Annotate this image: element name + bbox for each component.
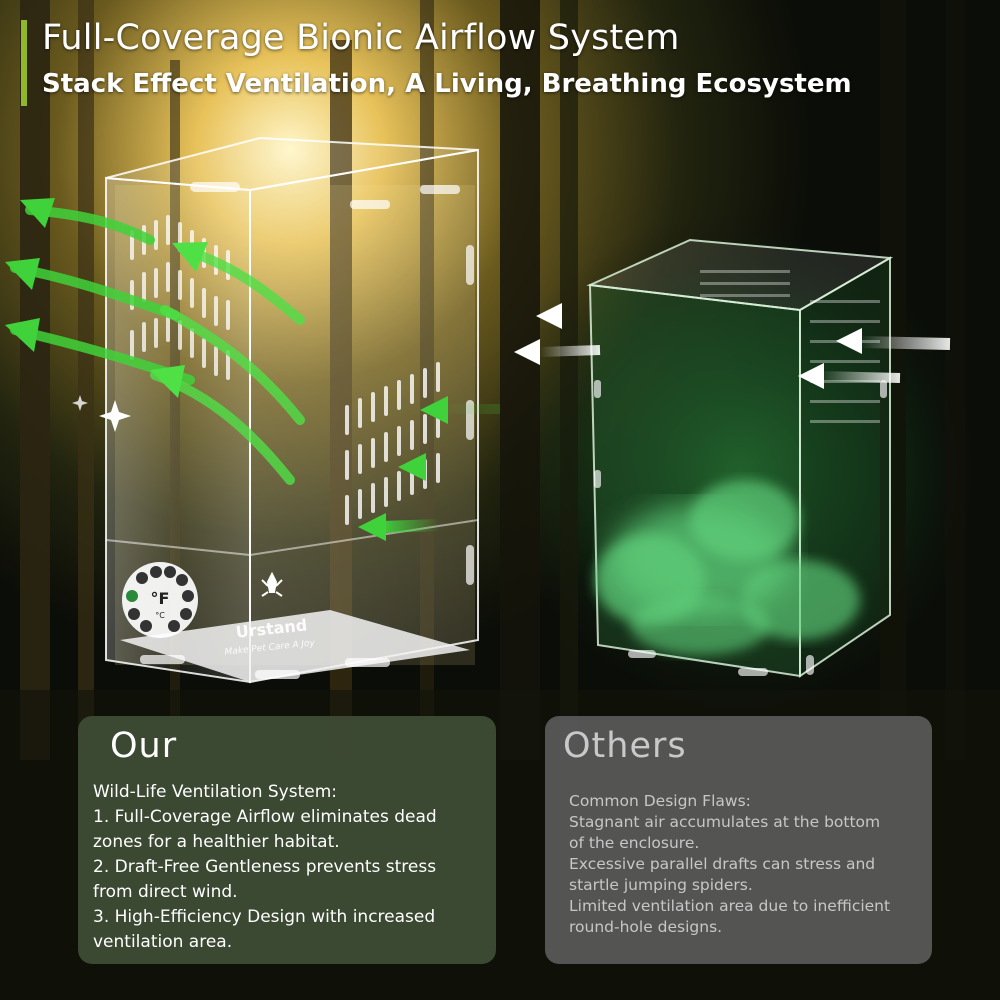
others-flaw-line: of the enclosure. xyxy=(569,834,700,852)
thermometer-unit-c: °C xyxy=(155,611,165,620)
green-airflow-arrows xyxy=(5,198,500,541)
others-flaw-line: startle jumping spiders. xyxy=(569,876,753,894)
white-draft-arrows xyxy=(514,303,951,389)
others-flaw-line: Limited ventilation area due to ineffici… xyxy=(569,897,891,915)
others-flaw-line: Common Design Flaws: xyxy=(569,792,751,810)
others-flaw-line: Excessive parallel drafts can stress and xyxy=(569,855,876,873)
others-panel: Others Common Design Flaws: Stagnant air… xyxy=(545,716,932,964)
page-subtitle: Stack Effect Ventilation, A Living, Brea… xyxy=(42,69,852,99)
header-accent-bar xyxy=(21,20,27,106)
sparkle-icon xyxy=(72,395,131,432)
others-flaw-line: round-hole designs. xyxy=(569,918,723,936)
our-feature-line: 3. High-Efficiency Design with increased xyxy=(93,907,436,927)
others-flaw-list: Common Design Flaws: Stagnant air accumu… xyxy=(569,791,929,938)
our-feature-line: 2. Draft-Free Gentleness prevents stress xyxy=(93,857,437,877)
our-intro: Wild-Life Ventilation System: xyxy=(93,782,338,802)
others-heading: Others xyxy=(563,726,687,766)
our-feature-list: Wild-Life Ventilation System: 1. Full-Co… xyxy=(93,780,488,955)
our-feature-line: ventilation area. xyxy=(93,932,233,952)
our-panel: Our Wild-Life Ventilation System: 1. Ful… xyxy=(78,716,496,964)
our-feature-line: zones for a healthier habitat. xyxy=(93,832,340,852)
thermometer-dial: °F °C xyxy=(122,562,198,638)
others-flaw-line: Stagnant air accumulates at the bottom xyxy=(569,813,881,831)
stagnant-air-cloud xyxy=(595,480,860,655)
our-heading: Our xyxy=(110,726,178,766)
our-feature-line: 1. Full-Coverage Airflow eliminates dead xyxy=(93,807,437,827)
page-title: Full-Coverage Bionic Airflow System xyxy=(42,18,680,58)
our-feature-line: from direct wind. xyxy=(93,882,238,902)
thermometer-unit-f: °F xyxy=(151,589,170,608)
